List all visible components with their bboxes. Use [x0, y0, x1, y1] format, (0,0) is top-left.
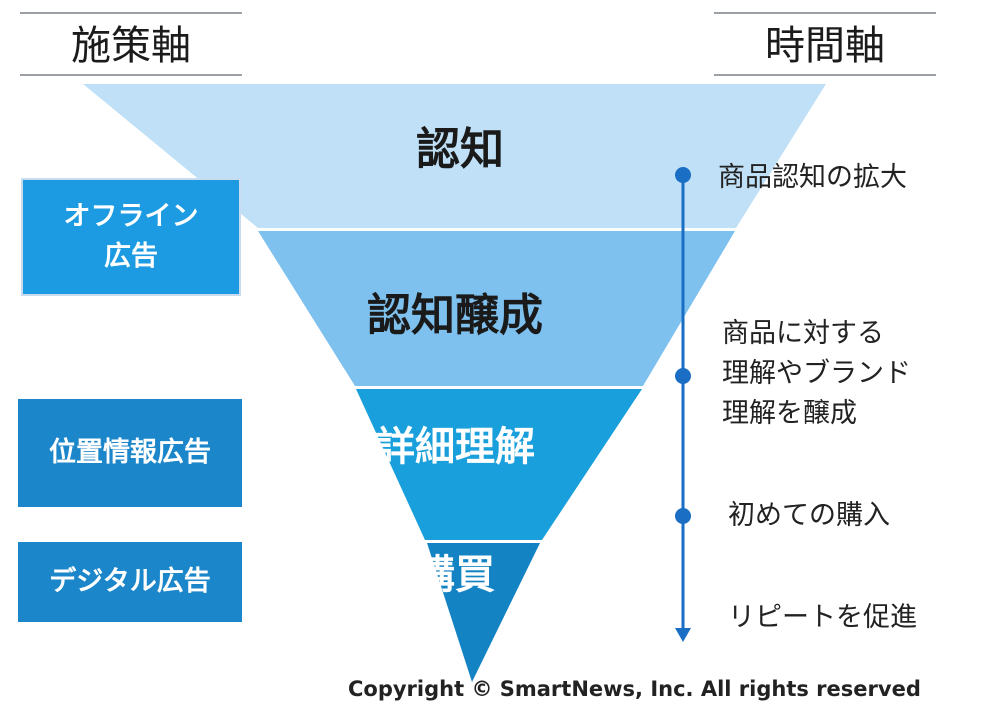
timeline-item: リピートを促進	[728, 602, 917, 633]
copyright-notice: Copyright © SmartNews, Inc. All rights r…	[348, 677, 921, 701]
funnel-stage-consideration	[258, 231, 735, 386]
tactic-axis-title: 施策軸	[20, 12, 242, 76]
tactic-label: デジタル広告	[49, 566, 211, 597]
tactic-digital-ad: デジタル広告	[18, 542, 242, 622]
stage-label: 認知醸成	[367, 290, 543, 341]
timeline-dot	[675, 167, 691, 183]
timeline-item: 商品認知の拡大	[718, 162, 907, 193]
timeline-dot	[675, 368, 691, 384]
stage-label: 購買	[415, 552, 495, 598]
tactic-offline-ad: オフライン 広告	[21, 178, 241, 296]
stage-label: 認知	[416, 124, 504, 175]
stage-label: 詳細理解	[375, 424, 535, 470]
funnel-stage-awareness	[83, 84, 826, 228]
timeline-dot	[675, 508, 691, 524]
time-axis-title: 時間軸	[714, 12, 936, 76]
tactic-location-ad: 位置情報広告	[18, 399, 242, 507]
tactic-label: オフライン 広告	[63, 201, 199, 272]
timeline-arrow	[675, 628, 691, 642]
funnel-stage-understanding	[356, 389, 642, 540]
funnel-stage-purchase	[427, 543, 540, 682]
timeline-item: 初めての購入	[728, 500, 890, 531]
timeline-item: 商品に対する 理解やブランド 理解を醸成	[722, 318, 911, 429]
tactic-label: 位置情報広告	[49, 437, 211, 468]
